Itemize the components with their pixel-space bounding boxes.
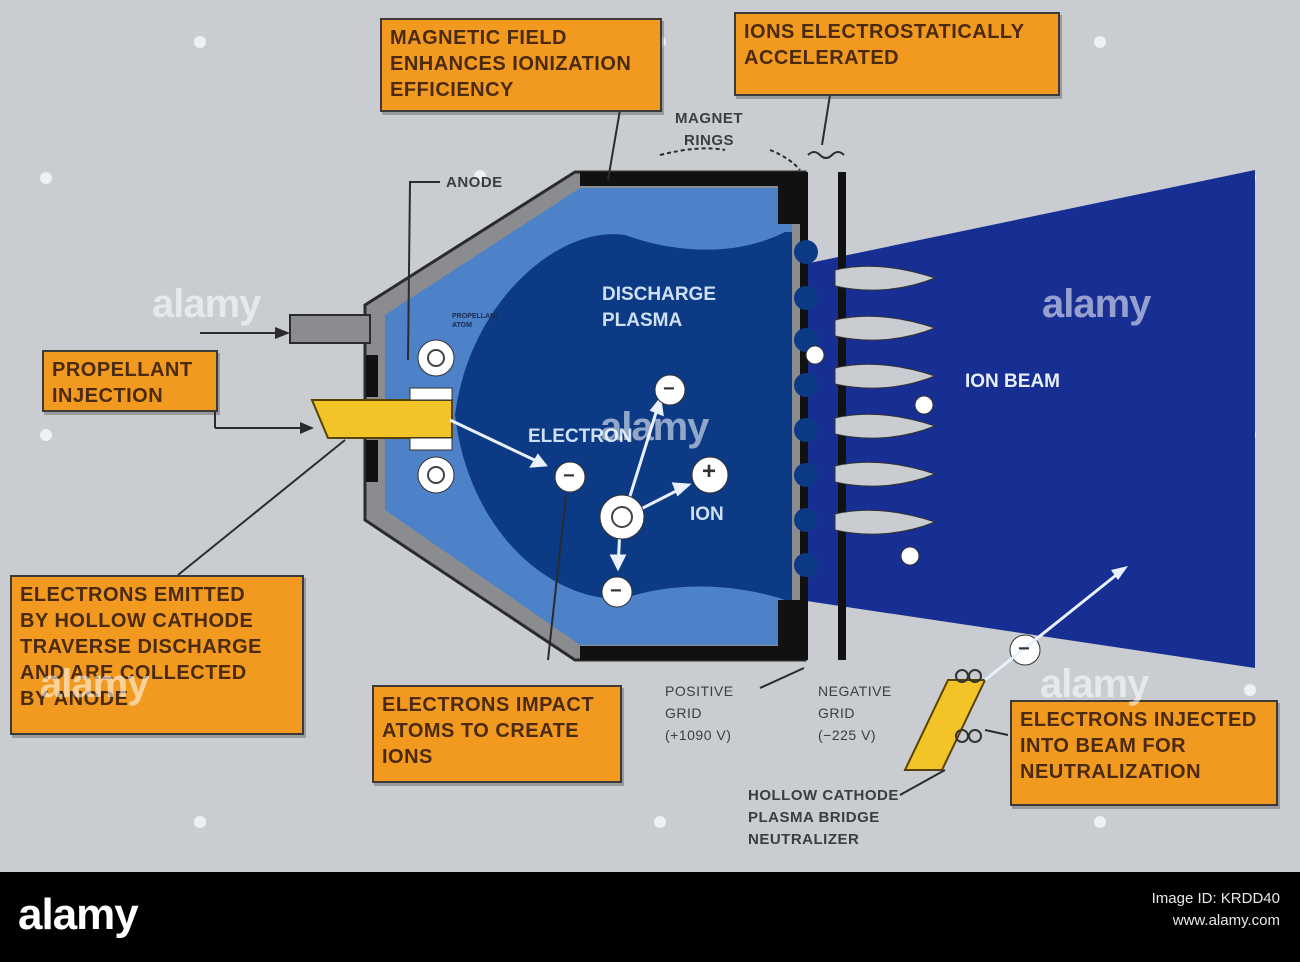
hollow-cathode — [310, 399, 453, 439]
magnet-ring-bottom-right — [778, 600, 800, 660]
plasma-core — [455, 232, 792, 600]
watermark: alamy — [1042, 282, 1151, 326]
callout-electrons-impact: ELECTRONS IMPACT ATOMS TO CREATE IONS — [372, 685, 622, 783]
watermark: alamy — [152, 282, 261, 326]
electron-symbol: − — [563, 465, 576, 487]
beamlet-gaps — [834, 265, 937, 535]
electron-symbol: − — [610, 580, 623, 602]
ion-beam-label: ION BEAM — [965, 371, 1060, 392]
positive-grid-label: POSITIVE GRID (+1090 V) — [665, 683, 734, 743]
callout-propellant-injection: PROPELLANT INJECTION — [42, 350, 218, 412]
footer-logo: alamy — [18, 890, 139, 939]
watermark: alamy — [40, 662, 149, 706]
ion-beam — [800, 170, 1255, 668]
ion-particle — [691, 456, 729, 494]
electron-particle — [654, 374, 686, 406]
propellant-atom-label: PROPELLANT ATOM — [452, 313, 500, 329]
watermark: alamy — [1040, 662, 1149, 706]
magnet-ring-top — [580, 172, 780, 186]
neutral-atom — [599, 494, 645, 540]
ion-symbol: + — [702, 458, 717, 485]
leader-lines — [177, 94, 1009, 796]
magnet-ring-bottom — [580, 646, 780, 660]
neutralizer-cathode — [903, 679, 987, 771]
magnet-rings-label: MAGNET RINGS — [675, 110, 743, 149]
electron-particle — [554, 461, 586, 493]
neutralizer-electron-path — [984, 570, 1121, 682]
callout-ions-accelerated: IONS ELECTROSTATICALLY ACCELERATED — [734, 12, 1060, 96]
anode-label: ANODE — [446, 174, 503, 191]
beam-ion — [805, 345, 934, 566]
neutral-atom — [417, 339, 455, 377]
negative-grid — [838, 172, 846, 660]
negative-grid-label: NEGATIVE GRID (−225 V) — [818, 683, 892, 743]
neutral-atom — [417, 456, 455, 494]
footer-image-id: Image ID: KRDD40 www.alamy.com — [1151, 890, 1280, 929]
electron-symbol: − — [1018, 638, 1031, 660]
positive-grid — [800, 172, 808, 660]
propellant-tube — [289, 314, 371, 344]
magnet-ring-top-right — [778, 172, 800, 224]
callout-electrons-injected: ELECTRONS INJECTED INTO BEAM FOR NEUTRAL… — [1010, 700, 1278, 806]
electron-label: ELECTRON — [528, 426, 633, 447]
ion-label: ION — [690, 504, 724, 525]
neutralizer-label: HOLLOW CATHODE PLASMA BRIDGE NEUTRALIZER — [748, 787, 899, 848]
callout-magnetic-field: MAGNETIC FIELD ENHANCES IONIZATION EFFIC… — [380, 18, 662, 112]
ion-thruster-diagram — [40, 36, 1256, 828]
callout-electrons-emitted: ELECTRONS EMITTED BY HOLLOW CATHODE TRAV… — [10, 575, 304, 735]
discharge-plasma-label: DISCHARGE PLASMA — [602, 284, 717, 331]
watermark: alamy — [600, 405, 709, 449]
magnet-ring-left-top — [366, 355, 378, 397]
footer-bar: alamy Image ID: KRDD40 www.alamy.com — [0, 872, 1300, 962]
magnet-ring-left-bottom — [366, 440, 378, 482]
electron-symbol: − — [663, 378, 676, 400]
electron-particle — [601, 576, 633, 608]
